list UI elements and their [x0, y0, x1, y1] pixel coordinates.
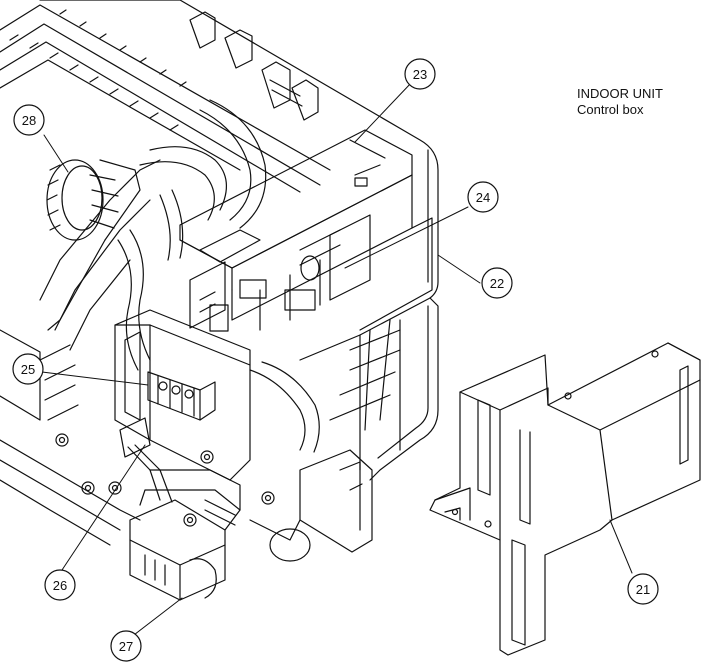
leader-lines: [41, 81, 633, 639]
callout-24: 24: [467, 181, 499, 213]
heading-part: Control box: [577, 102, 644, 117]
callout-27-label: 27: [119, 639, 133, 654]
callout-28-label: 28: [22, 113, 36, 128]
callout-26: 26: [44, 569, 76, 601]
callout-23: 23: [404, 58, 436, 90]
callout-27: 27: [110, 630, 142, 662]
callout-21-label: 21: [636, 582, 650, 597]
callout-22: 22: [481, 267, 513, 299]
mounting-bracket-21: [429, 342, 701, 656]
callout-23-label: 23: [413, 67, 427, 82]
callout-25: 25: [12, 353, 44, 385]
terminal-block-assembly: [114, 309, 251, 601]
control-box-23: [179, 129, 433, 332]
diagram-heading: INDOOR UNIT Control box: [577, 86, 663, 118]
stepper-motor-28: [46, 159, 141, 331]
callout-28: 28: [13, 104, 45, 136]
indoor-unit-housing: [0, 0, 439, 562]
callout-21: 21: [627, 573, 659, 605]
callout-22-label: 22: [490, 276, 504, 291]
callout-25-label: 25: [21, 362, 35, 377]
heading-unit: INDOOR UNIT: [577, 86, 663, 101]
callout-24-label: 24: [476, 190, 490, 205]
callout-26-label: 26: [53, 578, 67, 593]
